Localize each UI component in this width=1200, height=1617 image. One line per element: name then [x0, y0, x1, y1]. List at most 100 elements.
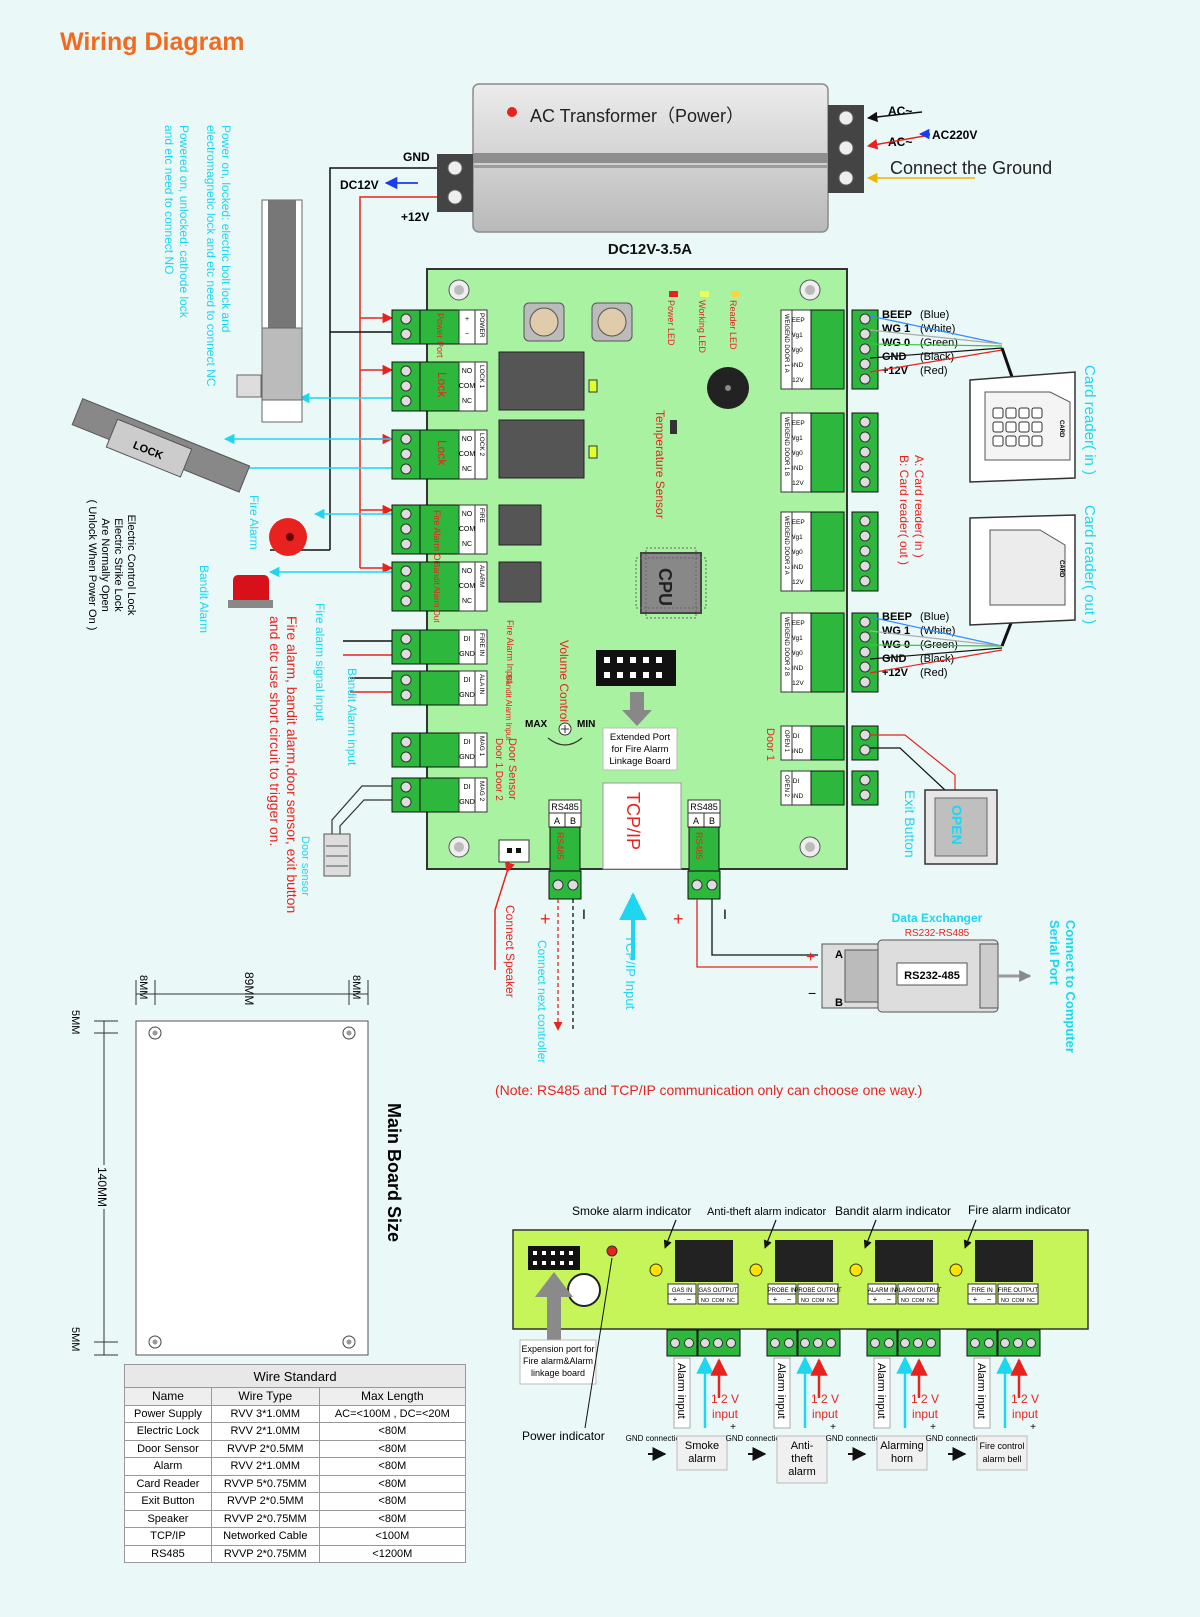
- alarm-indicator-led: [949, 1263, 963, 1277]
- device-label: Fire control: [979, 1441, 1024, 1451]
- pin-label: GND: [789, 564, 804, 571]
- svg-text:5MM: 5MM: [69, 1010, 81, 1034]
- rs485-right-plus: +: [673, 909, 684, 929]
- antitheft-indicator-label: Anti-theft alarm indicator: [707, 1206, 827, 1218]
- card-reader-keypad: [992, 407, 1043, 447]
- port-tag: LOCK 1: [478, 365, 485, 389]
- terminal-screw: [1013, 1338, 1023, 1348]
- port-label: Power Port: [435, 313, 445, 358]
- pin-label: +: [465, 316, 469, 323]
- terminal-screw: [859, 616, 871, 628]
- terminal-screw: [859, 744, 871, 756]
- fire-signal-label: Fire alarm signal input: [313, 603, 327, 722]
- pin-label: NC: [1027, 1298, 1035, 1304]
- in-tag: ALARM IN: [868, 1288, 896, 1294]
- svg-text:Electric Strike Lock: Electric Strike Lock: [112, 518, 124, 612]
- speaker-label: Connect Speaker: [503, 905, 517, 998]
- pin-label: NC: [927, 1298, 935, 1304]
- terminal-screw: [859, 461, 871, 473]
- svg-text:and etc need to connect NO: and etc need to connect NO: [162, 125, 176, 274]
- reader-wire-name: WG 0: [882, 337, 910, 349]
- pin-label: NO: [1001, 1298, 1010, 1304]
- wire-table-header: Max Length: [318, 1387, 467, 1406]
- table-cell: TCP/IP: [124, 1527, 212, 1546]
- exchanger-label: RS232-485: [904, 970, 960, 982]
- pin-label: NO: [462, 511, 473, 518]
- reader-wire-color: (Black): [920, 653, 954, 665]
- terminal-screw: [859, 313, 871, 325]
- svg-text:Fire alarm&Alarm: Fire alarm&Alarm: [523, 1356, 593, 1366]
- terminal-screw: [400, 365, 412, 377]
- plus-label: +: [730, 1422, 736, 1433]
- pin-label: NO: [701, 1298, 710, 1304]
- terminal-screw: [1000, 1338, 1010, 1348]
- gnd-connection-label: GND connection: [926, 1434, 985, 1443]
- terminal-screw: [400, 523, 412, 535]
- pin-label: GND: [789, 465, 804, 472]
- port-tag: MAG 1: [478, 736, 485, 757]
- out-tag: FIRE OUTPUT: [998, 1288, 1038, 1294]
- pin-label: Wg0: [789, 650, 803, 657]
- pin-label: NC: [462, 466, 472, 473]
- pin-label: +: [673, 1295, 678, 1304]
- pin-label: NO: [462, 568, 473, 575]
- in-tag: PROBE IN: [768, 1288, 797, 1294]
- exchanger-sub: RS232-RS485: [905, 928, 970, 939]
- fire-alarm-siren: Fire Alarm: [247, 495, 307, 556]
- pin-label: COM: [912, 1298, 925, 1304]
- exit-open-label: OPEN: [949, 805, 965, 845]
- bandit-input-label: Bandit Alarm input: [345, 668, 359, 766]
- pin-label: Wg0: [789, 549, 803, 556]
- pin-label: COM: [459, 526, 476, 533]
- terminal-screw: [859, 575, 871, 587]
- bottom-connections: Connect Speaker + I Connect next control…: [494, 861, 818, 1063]
- table-cell: RVV 2*1.0MM: [210, 1457, 320, 1476]
- strike-lock-notes: Electric Control Lock Electric Strike Lo…: [86, 500, 137, 631]
- device-label: theft: [791, 1453, 812, 1465]
- terminal-screw: [859, 789, 871, 801]
- tcpip-input-label: TCP/IP Input: [623, 935, 638, 1010]
- transformer-label: AC Transformer（Power）: [530, 106, 744, 126]
- pin-label: DI: [464, 677, 471, 684]
- pin-label: −: [687, 1295, 692, 1304]
- table-cell: RVVP 2*0.75MM: [210, 1509, 320, 1528]
- alarm-indicator-led: [849, 1263, 863, 1277]
- fire-input-label: Fire Alarm Input: [505, 620, 515, 684]
- terminal-screw: [859, 373, 871, 385]
- terminal-screw: [859, 431, 871, 443]
- ext-port-line1: Extended Port: [610, 732, 671, 743]
- alarm-indicator-led: [749, 1263, 763, 1277]
- wire-table-title: Wire Standard: [124, 1364, 466, 1388]
- reader-wire-name: GND: [882, 351, 907, 363]
- terminal-screw: [859, 545, 871, 557]
- page-title: Wiring Diagram: [60, 28, 245, 56]
- port-tag: POWER: [478, 313, 485, 338]
- ground-label: Connect the Ground: [890, 158, 1052, 178]
- terminal-screw: [859, 661, 871, 673]
- reader-wire-name: BEEP: [882, 309, 912, 321]
- pin-label: NC: [462, 541, 472, 548]
- table-cell: RVVP 2*0.5MM: [210, 1492, 320, 1511]
- pin-label: +12V: [788, 377, 804, 384]
- pin-label: NO: [901, 1298, 910, 1304]
- pin-label: COM: [712, 1298, 725, 1304]
- pin-label: Wg0: [789, 347, 803, 354]
- pin-label: GND: [459, 799, 475, 806]
- pin-label: +12V: [788, 680, 804, 687]
- svg-text:electromagnetic lock and etc n: electromagnetic lock and etc need to con…: [204, 125, 218, 387]
- port-label: Lock: [435, 440, 449, 466]
- terminal-screw: [713, 1338, 723, 1348]
- svg-text:Power on, locked: electric bol: Power on, locked: electric bolt lock and: [219, 125, 233, 332]
- svg-text:A: A: [693, 816, 699, 826]
- terminal-screw: [1026, 1338, 1036, 1348]
- ext-port-line3: Linkage Board: [609, 756, 670, 767]
- rs485-left-plus: +: [540, 909, 551, 929]
- exchanger-title: Data Exchanger: [892, 911, 983, 925]
- pin-label: BEEP: [787, 620, 804, 627]
